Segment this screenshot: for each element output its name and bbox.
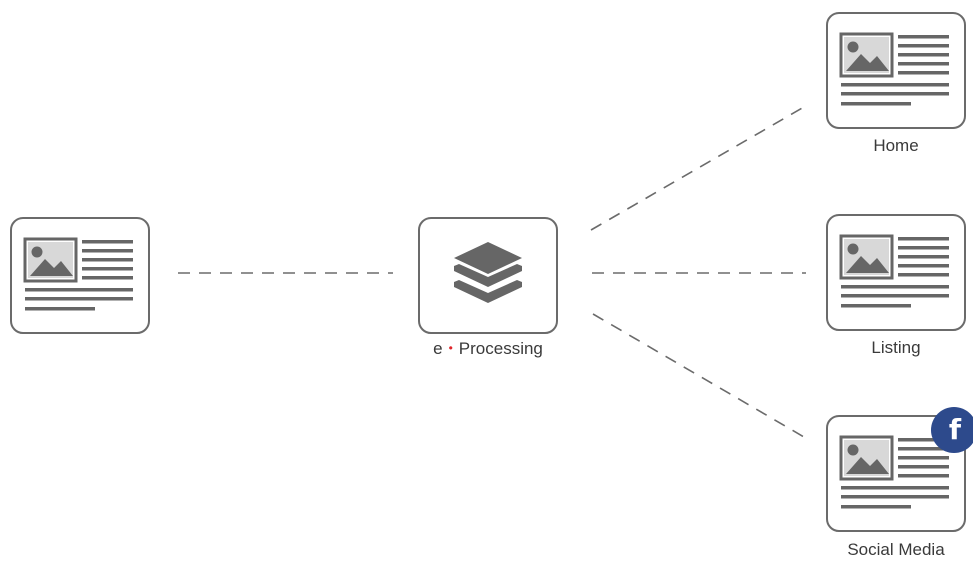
red-dot-icon: •: [448, 341, 453, 355]
output-label-social-media: Social Media: [847, 540, 945, 559]
source-card: [10, 217, 150, 334]
processing-text: Processing: [458, 339, 543, 358]
article-card-icon: [23, 237, 133, 311]
processing-label: e • Processing: [410, 339, 566, 359]
article-card-icon: [839, 32, 949, 106]
article-card-icon: [839, 234, 949, 308]
processing-prefix: e: [433, 339, 443, 358]
output-label-home: Home: [873, 136, 919, 155]
facebook-icon: f: [931, 407, 973, 453]
output-card-listing: [826, 214, 966, 331]
output-label-listing: Listing: [871, 338, 921, 357]
connector-processor-home: [590, 106, 805, 231]
article-card-icon: [839, 435, 949, 509]
connector-processor-social: [592, 313, 805, 438]
output-card-home: [826, 12, 966, 129]
layers-stack-icon: [454, 242, 522, 303]
processor-card: [418, 217, 558, 334]
